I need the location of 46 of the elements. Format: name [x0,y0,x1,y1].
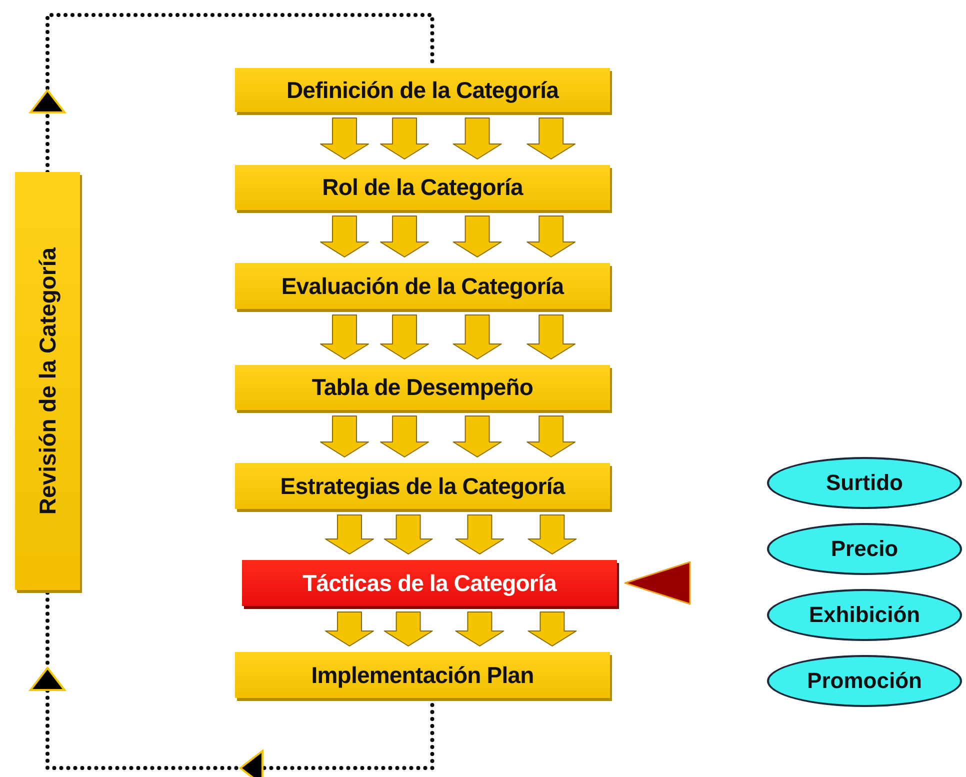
block-arrow [526,416,576,458]
block-arrow [380,216,429,258]
block-arrow [325,514,374,554]
block-arrow [452,216,502,258]
step-label: Estrategias de la Categoría [280,472,565,500]
block-arrow [452,118,502,160]
block-arrow [320,118,369,160]
step-box [235,463,610,509]
block-arrow [380,416,429,458]
block-arrow [320,314,369,360]
option-label: Exhibición [808,602,920,628]
block-arrow [455,514,504,554]
step-box [235,68,610,112]
step-label: Tácticas de la Categoría [302,570,556,596]
block-arrow [380,314,429,360]
option-label: Surtido [826,470,903,496]
block-arrow [384,612,433,646]
review-label: Revisión de la Categoría [34,247,61,515]
step-box [235,263,610,309]
step-label: Evaluación de la Categoría [281,272,564,300]
review-bar [15,172,80,590]
triangle-arrow [624,561,691,605]
step-box [235,165,610,210]
block-arrow [528,612,577,646]
block-arrow [452,416,502,458]
step-box [235,365,610,410]
block-arrow [526,216,576,258]
step-label: Definición de la Categoría [286,76,559,104]
block-arrow [320,216,369,258]
step-label: Implementación Plan [311,662,534,688]
dotted-arrow [28,13,434,174]
step-box [235,652,610,698]
block-arrow [325,612,374,646]
block-arrow [380,118,429,160]
step-label: Tabla de Desempeño [312,374,534,401]
block-arrow [526,118,576,160]
block-arrow [320,416,369,458]
block-arrow [526,314,576,360]
option-label: Precio [830,536,898,562]
block-arrow [455,612,504,646]
step-label: Rol de la Categoría [322,174,523,201]
block-arrow [528,514,577,554]
block-arrow [452,314,502,360]
option-label: Promoción [807,668,922,694]
block-arrow [384,514,433,554]
highlighted-step-box [242,560,617,606]
